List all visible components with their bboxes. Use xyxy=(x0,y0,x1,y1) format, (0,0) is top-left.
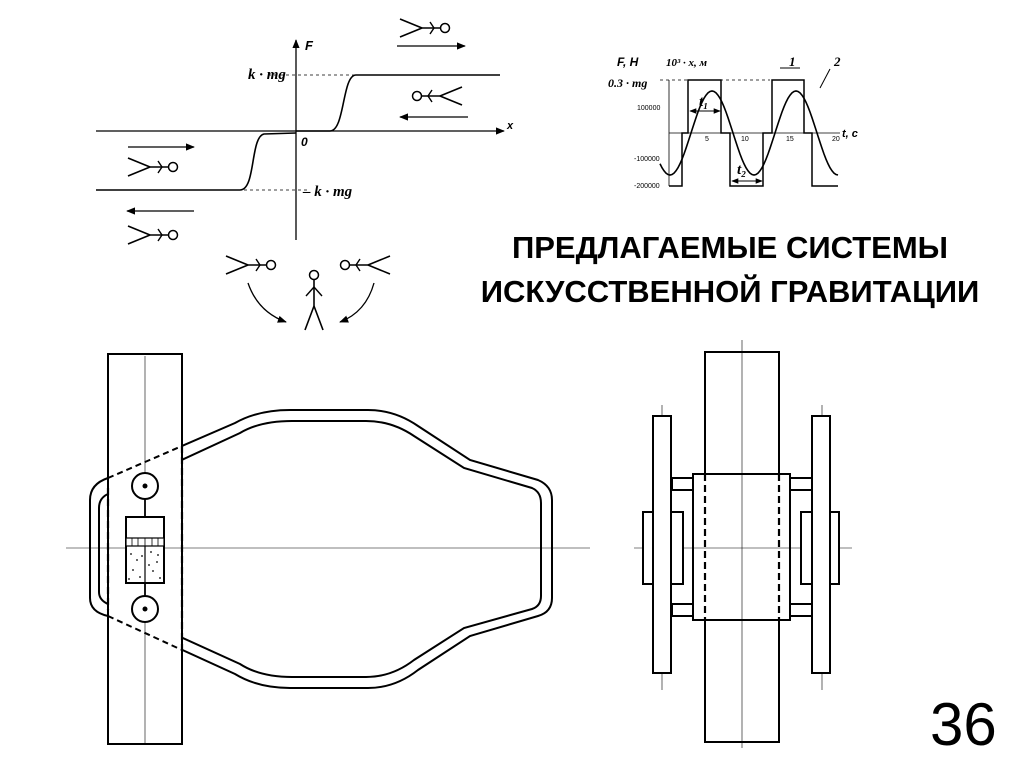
square-wave-curve xyxy=(669,79,838,187)
figure-icon xyxy=(225,255,277,275)
origin-label: 0 xyxy=(301,135,308,149)
interval-label-t2: t₂ xyxy=(737,162,746,178)
chart-y-label-1: F, Н xyxy=(617,55,639,69)
upper-level-label: k · mg xyxy=(248,67,286,83)
hull-outer-left xyxy=(89,477,109,617)
pulley-axle xyxy=(142,483,148,489)
curve-label-2-line xyxy=(819,68,831,89)
slide-number: 36 xyxy=(930,691,997,758)
figure-icon xyxy=(127,157,179,177)
rotation-arrow-icon xyxy=(339,282,375,323)
front-view-drawing xyxy=(634,340,852,748)
axle-bracket xyxy=(789,603,813,617)
y-tick: -100000 xyxy=(634,156,660,163)
figure-icon xyxy=(399,18,451,38)
hull-inner xyxy=(107,420,542,678)
wheel-right xyxy=(811,415,831,674)
figure-icon xyxy=(411,86,463,106)
side-view-drawing xyxy=(66,353,590,745)
force-diagram: F x 0 k · mg – k · mg xyxy=(96,18,514,331)
carriage-body xyxy=(692,473,791,621)
x-tick: 10 xyxy=(741,136,749,143)
figure-icon xyxy=(339,255,391,275)
title-line-2: ИСКУССТВЕННОЙ ГРАВИТАЦИИ xyxy=(480,274,980,309)
y-tick: 100000 xyxy=(637,105,660,112)
force-curve-right xyxy=(296,74,500,132)
curve-label-2: 2 xyxy=(833,54,841,69)
standing-figure-icon xyxy=(304,269,324,331)
piston-hatch xyxy=(131,538,159,546)
damper-fluid xyxy=(128,551,161,580)
x-tick: 15 xyxy=(786,136,794,143)
chart-y-label-2: 10³ · x, м xyxy=(666,57,708,69)
axle-bracket xyxy=(789,477,813,491)
hidden-edge xyxy=(107,615,183,651)
peak-label: 0.3 · mg xyxy=(608,76,647,90)
curve-label-1: 1 xyxy=(789,54,796,69)
hull-outer xyxy=(107,409,553,689)
y-axis-label: F xyxy=(305,38,314,53)
y-tick: -200000 xyxy=(634,183,660,190)
pulley-axle xyxy=(142,606,148,612)
x-axis-label: x xyxy=(506,120,514,132)
figure-icon xyxy=(127,225,179,245)
title-line-1: ПРЕДЛАГАЕМЫЕ СИСТЕМЫ xyxy=(511,230,949,265)
wheel-left xyxy=(652,415,672,674)
rotation-arrow-icon xyxy=(247,282,287,323)
hidden-edge xyxy=(107,445,183,479)
x-tick: 5 xyxy=(705,136,709,143)
slide-title: ПРЕДЛАГАЕМЫЕ СИСТЕМЫ ИСКУССТВЕННОЙ ГРАВИ… xyxy=(440,226,1020,314)
sine-wave-curve xyxy=(659,90,839,176)
interval-label-t1: t₁ xyxy=(699,94,708,110)
chart-x-label: t, с xyxy=(842,128,858,140)
hull-inner-left xyxy=(98,493,109,605)
time-chart: F, Н 10³ · x, м 0.3 · mg t, с 100000 -10… xyxy=(608,54,858,190)
force-curve-left xyxy=(96,132,297,191)
lower-level-label: – k · mg xyxy=(302,184,353,200)
x-tick: 20 xyxy=(832,136,840,143)
